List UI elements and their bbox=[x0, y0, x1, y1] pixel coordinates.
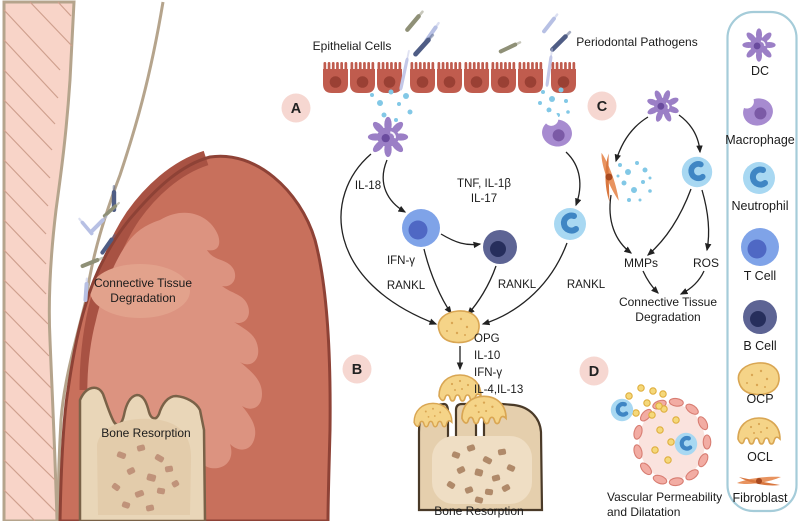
neutrophil-c bbox=[682, 157, 712, 187]
legend-ocp-label: OCP bbox=[746, 392, 773, 406]
arrow-mmps-to-ctd bbox=[642, 270, 659, 294]
badge-b: B bbox=[342, 354, 372, 384]
arrow-fibroblast-to-mmps bbox=[609, 194, 633, 254]
macrophage-a bbox=[539, 110, 576, 149]
b-cell bbox=[483, 230, 517, 264]
gum-inner-light-patch bbox=[90, 264, 190, 318]
epithelial-cell-row bbox=[323, 62, 576, 93]
ros-label: ROS bbox=[693, 256, 719, 270]
pathway-arrows-ab bbox=[340, 151, 582, 421]
legend-ocp-icon bbox=[737, 362, 780, 396]
left-bone-speckles bbox=[111, 444, 180, 512]
il10-label: IL-10 bbox=[474, 350, 500, 362]
arrow-dc-to-ocp bbox=[340, 153, 438, 325]
legend-bcell-label: B Cell bbox=[743, 339, 776, 353]
left-alveolar-bone bbox=[78, 386, 207, 521]
arrow-neutrophil-to-mmps bbox=[647, 188, 692, 256]
t-cell bbox=[402, 209, 440, 247]
arrow-dc-to-fibroblast bbox=[614, 116, 649, 163]
ctd-c-label-line1: Connective Tissue bbox=[619, 295, 717, 309]
legend-tcell-icon bbox=[741, 228, 779, 266]
bone-resorption-label-b: Bone Resorption bbox=[434, 504, 523, 518]
legend-dc-label: DC bbox=[751, 64, 769, 78]
badge-a: A bbox=[281, 93, 311, 123]
badge-a-letter: A bbox=[291, 101, 302, 117]
cytokine-dots-right bbox=[538, 87, 570, 117]
arrow-dc-to-tcell bbox=[382, 159, 407, 213]
il4-il13-label: IL-4,IL-13 bbox=[474, 384, 523, 396]
blood-vessel-d bbox=[632, 397, 712, 487]
periodontal-pathogens-label: Periodontal Pathogens bbox=[576, 35, 697, 49]
ifn-gamma2-label: IFN-γ bbox=[474, 367, 502, 379]
arrow-neutrophil-to-ocp bbox=[481, 242, 568, 326]
badge-d: D bbox=[579, 356, 609, 386]
vascular-label-line1: Vascular Permeability bbox=[607, 490, 722, 504]
left-ctd-label-line1: Connective Tissue bbox=[94, 276, 192, 290]
epithelial-cells-label: Epithelial Cells bbox=[313, 39, 392, 53]
legend-panel: DC Macrophage Neutrophil T Cell B Cell O… bbox=[725, 10, 798, 513]
legend-macrophage-label: Macrophage bbox=[725, 133, 795, 147]
tnf-label-line2: IL-17 bbox=[471, 193, 497, 205]
arrow-dc-to-neutrophil-c bbox=[678, 114, 703, 154]
rankl-left-label: RANKL bbox=[387, 280, 426, 292]
dendritic-cell-c bbox=[640, 83, 686, 129]
cytokine-dots-c bbox=[616, 161, 652, 202]
legend-fibroblast-label: Fibroblast bbox=[733, 491, 788, 505]
bone-b-speckles bbox=[446, 444, 516, 504]
il18-label: IL-18 bbox=[355, 180, 381, 192]
arrow-bcell-to-ocp bbox=[467, 265, 497, 315]
neutrophil-d-inside bbox=[675, 433, 697, 455]
legend-neutrophil-label: Neutrophil bbox=[732, 199, 789, 213]
rankl-mid-label: RANKL bbox=[498, 279, 537, 291]
arrow-tcell-to-bcell bbox=[440, 233, 482, 249]
arrow-macrophage-to-neutrophil bbox=[565, 151, 582, 207]
resorbed-bone-b bbox=[413, 395, 544, 512]
ifn-gamma-label: IFN-γ bbox=[387, 255, 415, 267]
rankl-right-label: RANKL bbox=[567, 279, 606, 291]
ocp-cell bbox=[437, 310, 480, 344]
badge-d-letter: D bbox=[589, 364, 599, 380]
badge-c-letter: C bbox=[597, 99, 608, 115]
badge-b-letter: B bbox=[352, 362, 362, 378]
ocl-on-bone-right bbox=[461, 395, 507, 425]
dentin-hatching bbox=[3, 1, 73, 521]
legend-neutrophil-icon bbox=[743, 162, 775, 194]
arrow-ros-to-ctd bbox=[679, 270, 705, 295]
legend-tcell-label: T Cell bbox=[744, 269, 776, 283]
mmps-label: MMPs bbox=[624, 256, 658, 270]
dendritic-cell-a bbox=[366, 115, 410, 159]
ctd-c-label-line2: Degradation bbox=[635, 310, 700, 324]
neutrophil-d-outside bbox=[611, 399, 633, 421]
tooth-root-section bbox=[2, 0, 76, 521]
cytokine-dots-left bbox=[370, 89, 413, 126]
arrow-tcell-to-ocp bbox=[423, 248, 452, 315]
tnf-label-line1: TNF, IL-1β bbox=[457, 178, 511, 190]
opg-label: OPG bbox=[474, 333, 500, 345]
left-bone-resorption-label: Bone Resorption bbox=[101, 426, 190, 440]
legend-bcell-icon bbox=[743, 300, 777, 334]
left-ctd-label-line2: Degradation bbox=[110, 291, 175, 305]
legend-dc-icon bbox=[741, 27, 777, 63]
badge-c: C bbox=[587, 91, 617, 121]
arrow-neutrophil-to-ros bbox=[701, 189, 712, 252]
neutrophil-a bbox=[554, 208, 586, 240]
pathway-arrows-c bbox=[609, 114, 712, 295]
legend-ocl-label: OCL bbox=[747, 450, 773, 464]
vascular-label-line2: and Dilatation bbox=[607, 505, 680, 519]
